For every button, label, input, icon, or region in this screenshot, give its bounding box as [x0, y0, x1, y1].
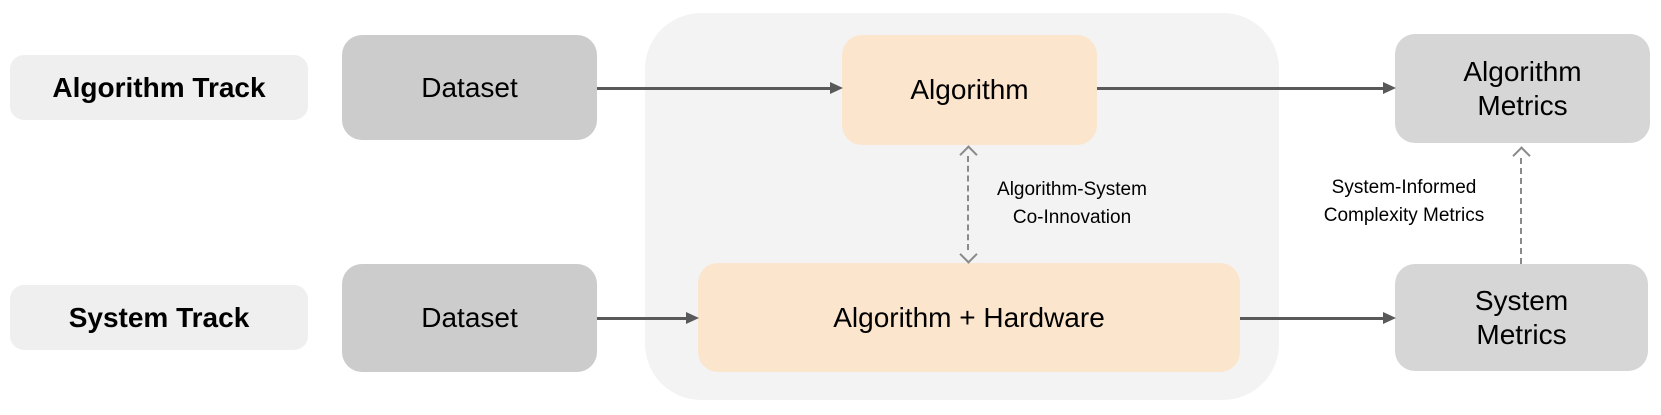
system-track-label: System Track [10, 285, 308, 350]
dashed-arrow-co-innovation-line [967, 156, 969, 250]
co-innovation-annotation: Algorithm-System Co-Innovation [972, 176, 1172, 232]
algorithm-hardware-node: Algorithm + Hardware [698, 263, 1240, 372]
algorithm-track-label-text: Algorithm Track [52, 71, 266, 103]
co-innovation-annotation-line2: Co-Innovation [1012, 207, 1132, 228]
system-metrics-node-text: System Metrics [1474, 284, 1569, 350]
dashed-arrow-complexity-metrics-line [1520, 158, 1522, 264]
algorithm-node-text: Algorithm [910, 74, 1029, 106]
dataset-node-system-track: Dataset [342, 264, 597, 372]
dataset-node-algorithm-track: Dataset [342, 35, 597, 140]
arrow-dataset-to-algorithm-hardware-line [597, 317, 687, 320]
arrow-algorithm-to-algorithm-metrics-line [1097, 87, 1384, 90]
arrow-dataset-to-algorithm-line [597, 87, 831, 90]
dataset-node-system-track-text: Dataset [421, 302, 518, 334]
arrow-dataset-to-algorithm-hardware-head-icon [686, 312, 699, 324]
complexity-metrics-annotation-line2: Complexity Metrics [1323, 205, 1485, 226]
complexity-metrics-annotation-line1: System-Informed [1331, 177, 1477, 198]
algorithm-metrics-node-text: Algorithm Metrics [1463, 55, 1582, 121]
system-metrics-node: System Metrics [1395, 264, 1648, 371]
system-track-label-text: System Track [68, 301, 250, 333]
co-innovation-annotation-line1: Algorithm-System [997, 179, 1147, 200]
algorithm-track-label: Algorithm Track [10, 55, 308, 120]
arrow-algorithm-to-algorithm-metrics-head-icon [1383, 82, 1396, 94]
algorithm-metrics-node: Algorithm Metrics [1395, 34, 1650, 143]
algorithm-hardware-node-text: Algorithm + Hardware [833, 301, 1105, 333]
arrow-dataset-to-algorithm-head-icon [830, 82, 843, 94]
dashed-arrow-complexity-metrics-up-head-icon [1512, 146, 1531, 165]
arrow-algorithm-hardware-to-system-metrics-line [1240, 317, 1384, 320]
complexity-metrics-annotation: System-Informed Complexity Metrics [1300, 174, 1508, 230]
dataset-node-algorithm-track-text: Dataset [421, 71, 518, 103]
algorithm-node: Algorithm [842, 35, 1097, 145]
arrow-algorithm-hardware-to-system-metrics-head-icon [1383, 312, 1396, 324]
